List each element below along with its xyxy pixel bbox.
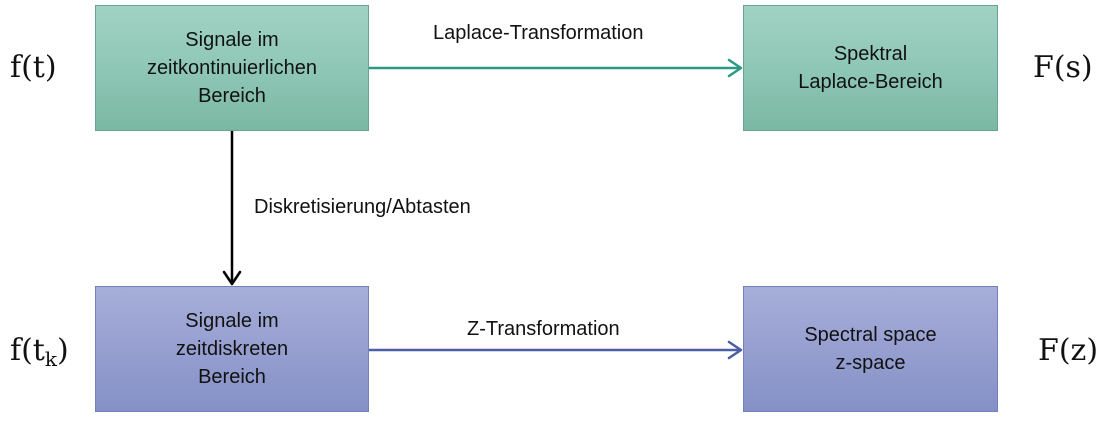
box-laplace-line-2: Laplace-Bereich [798, 71, 943, 93]
math-f-of-tk-close: ) [57, 333, 69, 368]
discretization-arrow-head [222, 270, 242, 286]
math-F-of-z: F(z) [1038, 333, 1099, 368]
box-laplace-domain: Spektral Laplace-Bereich [743, 5, 998, 131]
math-f-of-t: f(t) [10, 50, 57, 85]
box-discrete-line-1: Signale im [185, 310, 279, 332]
box-continuous-line-1: Signale im [185, 29, 279, 51]
z-arrow-head [727, 340, 743, 360]
discretization-label: Diskretisierung/Abtasten [254, 196, 471, 218]
math-f-of-tk-subscript: k [44, 347, 57, 371]
box-discrete-line-2: zeitdiskreten [175, 338, 289, 360]
math-f-of-tk: f(tk) [10, 333, 69, 371]
box-continuous-signals: Signale im zeitkontinuierlichen Bereich [95, 5, 369, 131]
box-z-space: Spectral space z-space [743, 286, 998, 412]
laplace-transform-label: Laplace-Transformation [433, 22, 644, 44]
math-F-of-s: F(s) [1033, 50, 1093, 85]
box-zspace-line-1: Spectral space [804, 324, 937, 346]
box-zspace-line-2: z-space [835, 352, 906, 374]
box-continuous-line-2: zeitkontinuierlichen [146, 57, 318, 79]
box-discrete-line-3: Bereich [198, 366, 266, 388]
box-laplace-line-1: Spektral [833, 43, 908, 65]
box-continuous-line-3: Bereich [198, 85, 266, 107]
box-discrete-signals: Signale im zeitdiskreten Bereich [95, 286, 369, 412]
math-f-of-tk-base: f(t [10, 333, 45, 368]
laplace-arrow-head [727, 58, 743, 78]
z-transform-label: Z-Transformation [467, 318, 620, 340]
